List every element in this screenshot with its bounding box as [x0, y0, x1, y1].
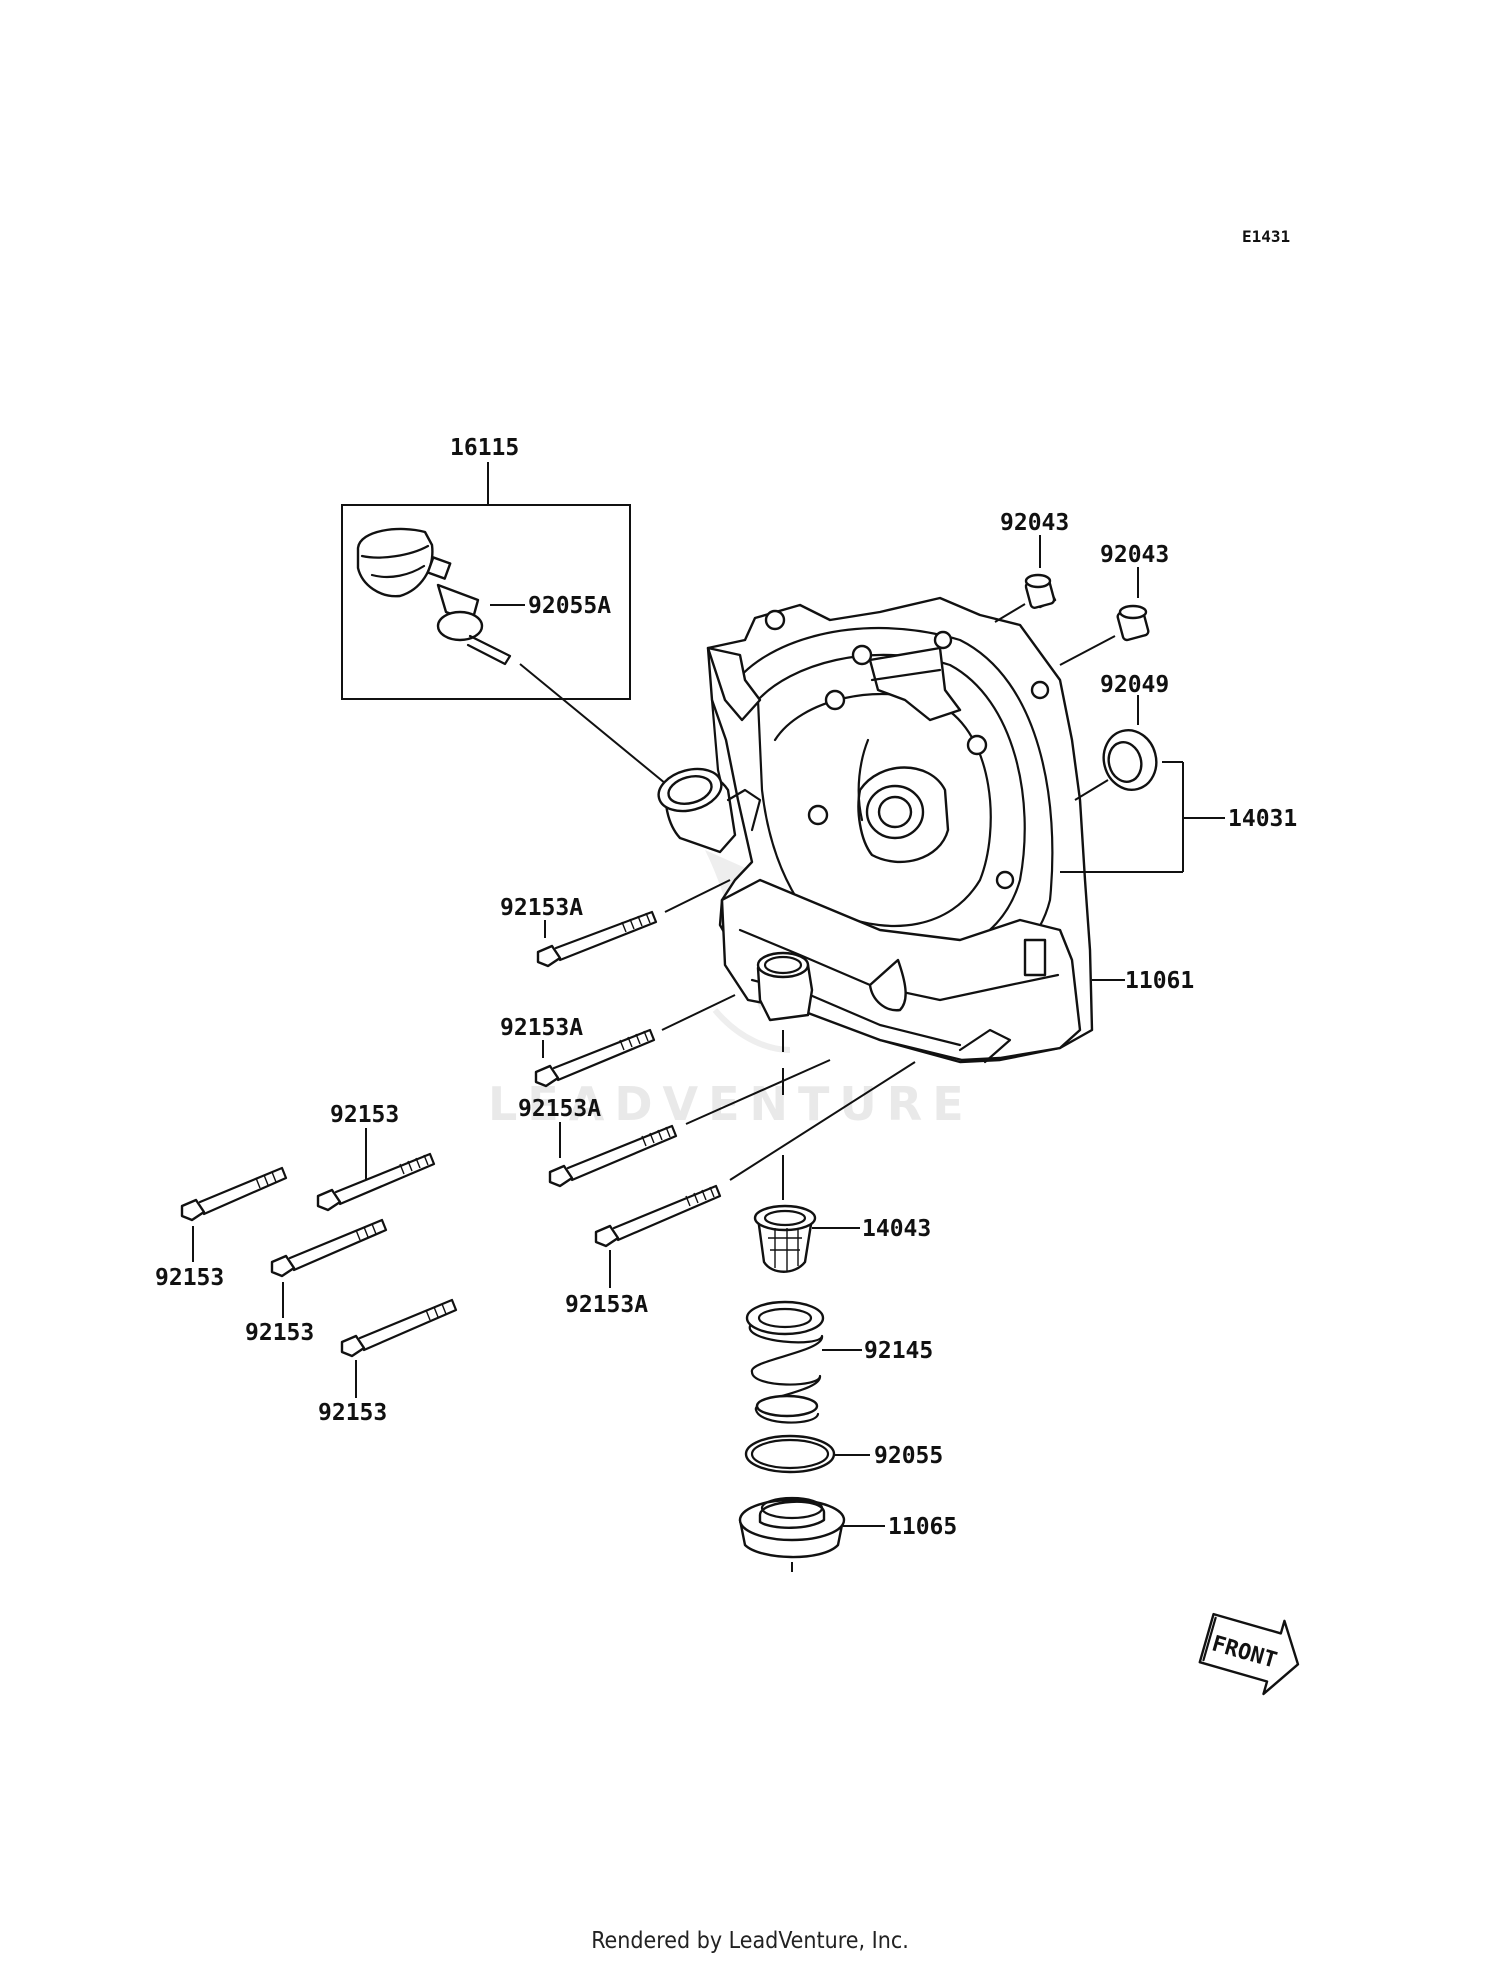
- label-92153A-3: 92153A: [518, 1096, 601, 1122]
- label-92043-b: 92043: [1100, 542, 1169, 568]
- spring-92145: [745, 1300, 862, 1424]
- label-92153A-1: 92153A: [500, 895, 583, 921]
- oil-seal: [1074, 695, 1158, 801]
- strainer-14043: [753, 1204, 860, 1273]
- diagram-code: E1431: [1242, 227, 1290, 246]
- label-92153-3: 92153: [245, 1320, 314, 1346]
- bolt-92153A-3: [548, 1059, 831, 1188]
- leader-14031: [1060, 761, 1225, 873]
- label-92145: 92145: [864, 1338, 933, 1364]
- bolt-92153-1: [316, 1128, 436, 1212]
- label-92055A: 92055A: [528, 593, 611, 619]
- dipstick-group: [341, 462, 706, 817]
- label-14043: 14043: [862, 1216, 931, 1242]
- label-92153-2: 92153: [155, 1265, 224, 1291]
- label-11061: 11061: [1125, 968, 1194, 994]
- label-16115: 16115: [450, 435, 519, 461]
- label-14031: 14031: [1228, 806, 1297, 832]
- label-92055: 92055: [874, 1443, 943, 1469]
- front-arrow-icon: FRONT: [1198, 1612, 1300, 1696]
- label-92049: 92049: [1100, 672, 1169, 698]
- label-92153-1: 92153: [330, 1102, 399, 1128]
- bolt-92153-3: [270, 1218, 388, 1318]
- crankcase-cover: [657, 596, 1094, 1064]
- label-11065: 11065: [888, 1514, 957, 1540]
- dowel-pin-1: [994, 535, 1057, 623]
- bolt-92153A-4: [594, 1061, 916, 1288]
- label-92043-a: 92043: [1000, 510, 1069, 536]
- bolt-92153A-1: [536, 879, 731, 968]
- label-92153A-4: 92153A: [565, 1292, 648, 1318]
- dowel-pin-2: [1059, 567, 1150, 666]
- footer-credit: Rendered by LeadVenture, Inc.: [591, 1928, 909, 1954]
- bolt-92153A-2: [534, 994, 736, 1088]
- label-92153A-2: 92153A: [500, 1015, 583, 1041]
- o-ring-92055: [744, 1434, 870, 1474]
- bolt-92153-2: [180, 1166, 288, 1262]
- label-92153-4: 92153: [318, 1400, 387, 1426]
- bolt-92153-4: [340, 1298, 458, 1398]
- watermark-text: LEADVENTURE: [488, 1077, 974, 1131]
- drain-plug-11065: [738, 1496, 885, 1572]
